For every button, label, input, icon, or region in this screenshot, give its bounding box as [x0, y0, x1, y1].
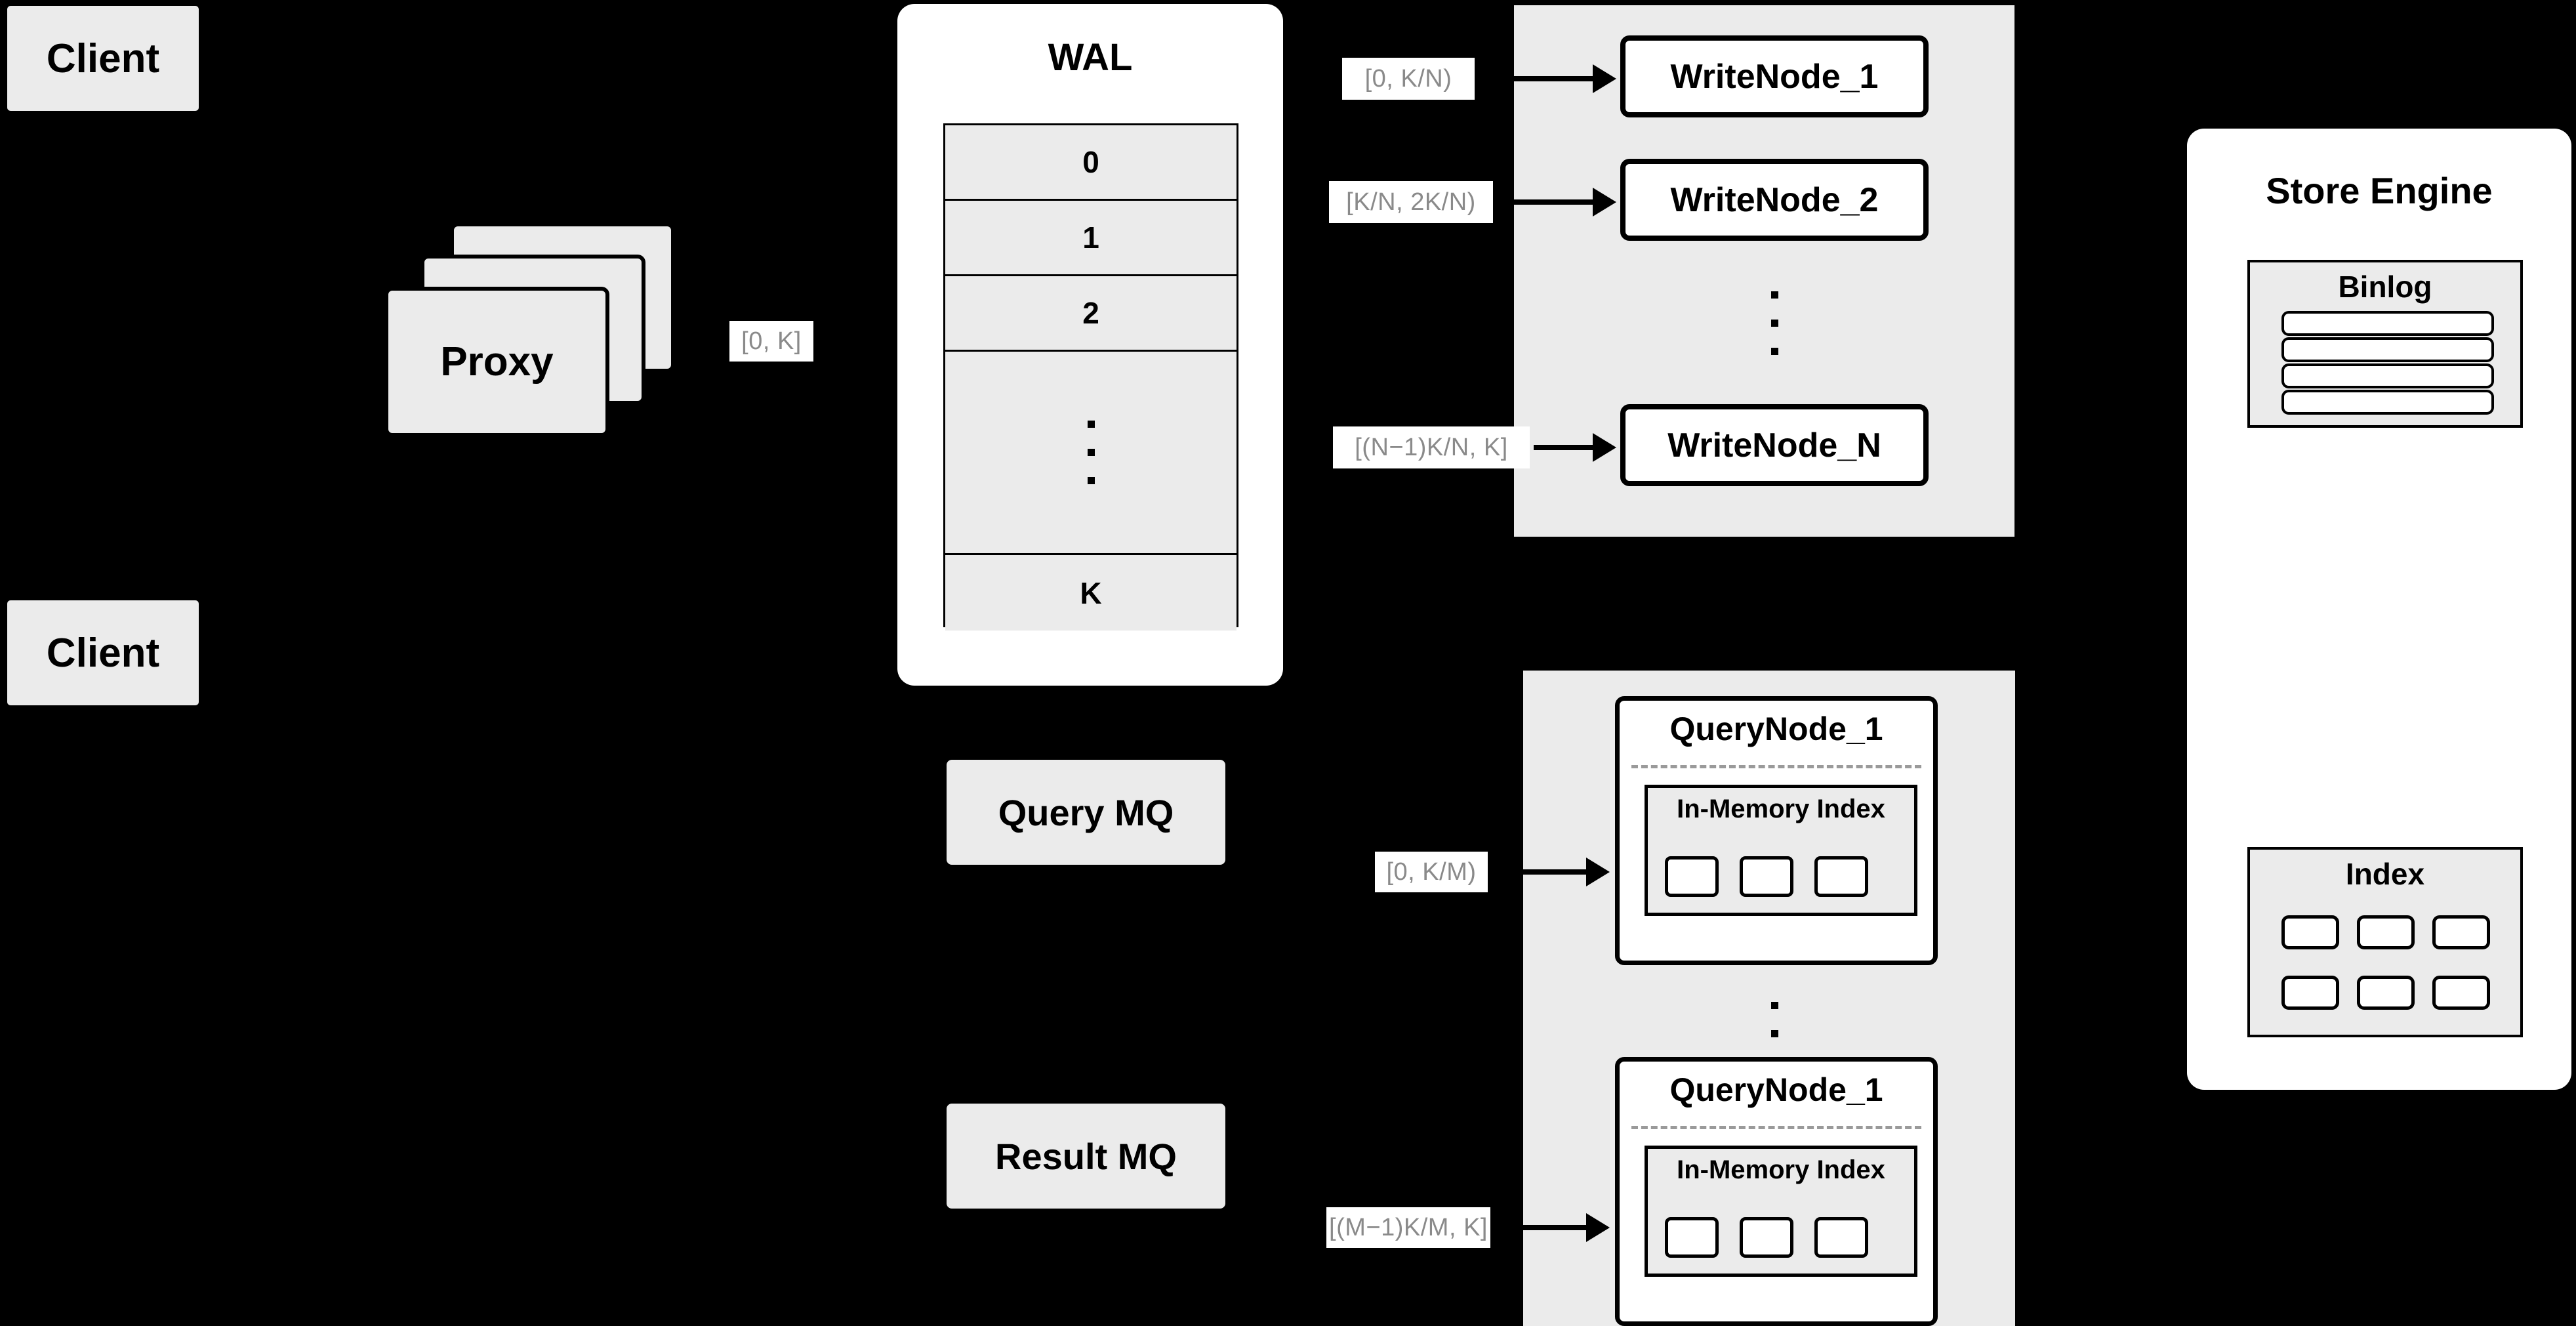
wal-row-k-label: K	[1080, 575, 1102, 610]
query-node-1-index-cell-2[interactable]	[1740, 856, 1793, 897]
client-box-2[interactable]: Client	[5, 598, 201, 707]
wal-row-1-label: 1	[1082, 220, 1099, 255]
wal-row-k[interactable]: K	[945, 555, 1237, 631]
query-mq-label: Query MQ	[998, 791, 1174, 833]
wal-title: WAL	[1048, 36, 1133, 79]
query-node-m-in-memory-index-title: In-Memory Index	[1677, 1155, 1885, 1184]
binlog-row-3[interactable]	[2281, 363, 2494, 388]
proxy-output-tag: [0, K]	[729, 321, 813, 362]
wal-panel: WAL 0 1 2 K	[897, 4, 1283, 686]
vertical-ellipsis-icon	[1087, 410, 1095, 495]
index-cell-6[interactable]	[2432, 976, 2490, 1010]
client-label-2: Client	[46, 630, 160, 676]
write-node-n-label: WriteNode_N	[1667, 426, 1881, 465]
wal-row-2[interactable]: 2	[945, 276, 1237, 352]
query-node-1-label: QueryNode_1	[1669, 711, 1883, 747]
result-mq-box[interactable]: Result MQ	[947, 1104, 1225, 1209]
client-label-1: Client	[46, 35, 160, 81]
index-title: Index	[2345, 857, 2425, 891]
store-engine-title: Store Engine	[2266, 170, 2493, 211]
proxy-label: Proxy	[440, 339, 554, 384]
write-node-n-tag-label: [(N−1)K/N, K]	[1355, 433, 1508, 461]
index-panel: Index	[2247, 847, 2523, 1037]
wal-row-0-label: 0	[1082, 145, 1099, 179]
query-node-1-in-memory-index: In-Memory Index	[1645, 785, 1917, 916]
write-node-2-tag-label: [K/N, 2K/N)	[1346, 188, 1476, 216]
write-node-n-arrow-line	[1534, 445, 1593, 450]
query-node-m-arrow-head-icon	[1586, 1213, 1610, 1242]
write-cluster-ellipsis-icon	[1765, 270, 1784, 375]
binlog-row-2[interactable]	[2281, 337, 2494, 362]
write-node-2-arrow-line	[1500, 199, 1593, 205]
index-cell-2[interactable]	[2357, 915, 2415, 949]
write-node-1-arrow-line	[1481, 76, 1593, 81]
write-node-2-label: WriteNode_2	[1670, 180, 1879, 219]
query-node-1-index-cell-3[interactable]	[1814, 856, 1868, 897]
write-node-1-arrow-head-icon	[1593, 64, 1616, 93]
wal-row-0[interactable]: 0	[945, 125, 1237, 201]
proxy-card-front[interactable]: Proxy	[384, 287, 609, 437]
wal-row-1[interactable]: 1	[945, 201, 1237, 276]
write-node-1[interactable]: WriteNode_1	[1620, 35, 1929, 117]
binlog-row-4[interactable]	[2281, 390, 2494, 415]
index-cell-3[interactable]	[2432, 915, 2490, 949]
query-node-m-index-cell-2[interactable]	[1740, 1217, 1793, 1258]
client-box-1[interactable]: Client	[5, 4, 201, 113]
write-node-n[interactable]: WriteNode_N	[1620, 404, 1929, 486]
binlog-row-1[interactable]	[2281, 311, 2494, 336]
query-node-1-arrow-line	[1488, 869, 1586, 875]
write-node-2[interactable]: WriteNode_2	[1620, 159, 1929, 241]
query-node-m-tag: [(M−1)K/M, K]	[1326, 1207, 1490, 1248]
query-mq-box[interactable]: Query MQ	[947, 760, 1225, 865]
query-node-m-index-cell-3[interactable]	[1814, 1217, 1868, 1258]
query-node-1-arrow-head-icon	[1586, 858, 1610, 886]
query-node-1-index-cell-1[interactable]	[1665, 856, 1719, 897]
binlog-title: Binlog	[2338, 270, 2432, 304]
store-engine-panel: Store Engine Binlog Index	[2187, 129, 2571, 1090]
wal-row-2-label: 2	[1082, 296, 1099, 330]
query-node-1-separator	[1631, 765, 1921, 768]
write-node-n-tag: [(N−1)K/N, K]	[1333, 426, 1530, 468]
query-node-m-separator	[1631, 1126, 1921, 1129]
query-node-m-tag-label: [(M−1)K/M, K]	[1329, 1213, 1488, 1241]
query-node-1[interactable]: QueryNode_1 In-Memory Index	[1615, 696, 1938, 965]
wal-table: 0 1 2 K	[943, 123, 1238, 631]
query-node-m-in-memory-index: In-Memory Index	[1645, 1146, 1917, 1277]
index-cell-1[interactable]	[2281, 915, 2339, 949]
wal-row-ellipsis	[945, 352, 1237, 555]
write-node-1-tag-label: [0, K/N)	[1364, 64, 1452, 93]
write-node-n-arrow-head-icon	[1593, 433, 1616, 462]
binlog-panel: Binlog	[2247, 260, 2523, 428]
write-node-1-label: WriteNode_1	[1670, 57, 1879, 96]
index-cell-4[interactable]	[2281, 976, 2339, 1010]
proxy-output-tag-label: [0, K]	[741, 327, 802, 355]
write-node-2-arrow-head-icon	[1593, 188, 1616, 217]
index-cell-5[interactable]	[2357, 976, 2415, 1010]
result-mq-label: Result MQ	[995, 1135, 1177, 1177]
write-node-1-tag: [0, K/N)	[1342, 58, 1475, 100]
query-node-1-tag: [0, K/M)	[1375, 852, 1488, 892]
query-node-m[interactable]: QueryNode_1 In-Memory Index	[1615, 1057, 1938, 1326]
query-node-1-tag-label: [0, K/M)	[1386, 858, 1477, 886]
query-node-1-in-memory-index-title: In-Memory Index	[1677, 795, 1885, 823]
query-node-m-index-cell-1[interactable]	[1665, 1217, 1719, 1258]
query-node-m-arrow-line	[1490, 1225, 1586, 1230]
query-node-m-label: QueryNode_1	[1669, 1071, 1883, 1108]
write-node-2-tag: [K/N, 2K/N)	[1329, 181, 1493, 223]
